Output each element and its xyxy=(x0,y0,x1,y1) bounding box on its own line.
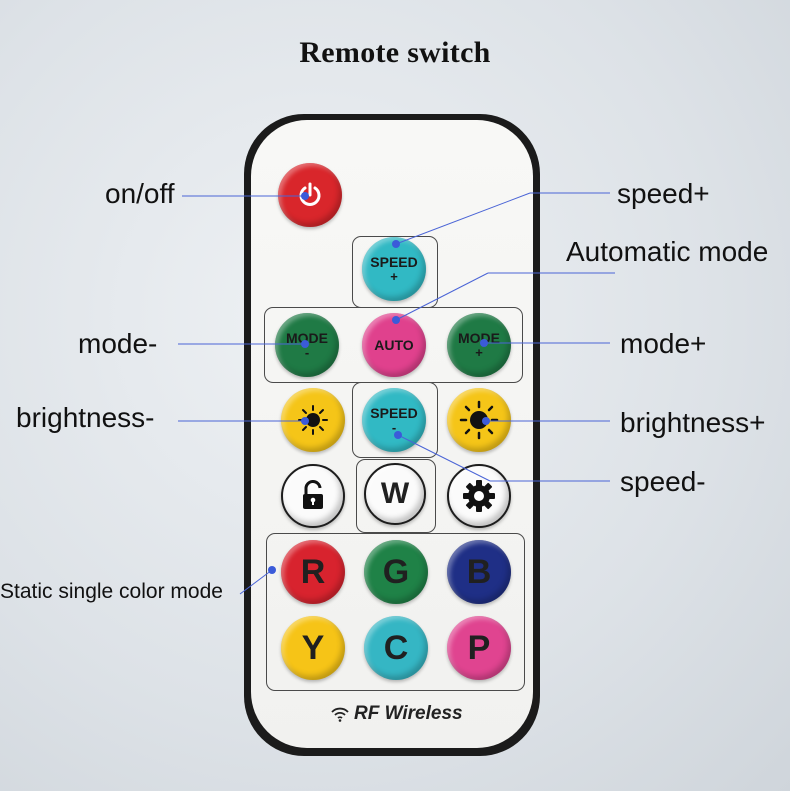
pink-button[interactable]: P xyxy=(447,616,511,680)
unlock-icon xyxy=(303,480,323,509)
speed-minus-callout: speed- xyxy=(620,466,706,497)
speed-plus-callout: speed+ xyxy=(617,178,710,209)
green-button[interactable]: G xyxy=(364,540,428,604)
mode-plus-label: MODE xyxy=(458,330,500,346)
speed-minus-sign: - xyxy=(391,420,397,435)
speed-plus-sign: + xyxy=(390,269,398,284)
mode-minus-sign: - xyxy=(304,345,310,360)
speed-minus-frame xyxy=(352,382,438,458)
speed-plus-button[interactable]: SPEED + xyxy=(362,237,426,301)
brightness-plus-button[interactable] xyxy=(447,388,511,452)
green-label: G xyxy=(382,553,410,591)
color-frame xyxy=(266,533,525,691)
speed-minus-label: SPEED xyxy=(370,405,418,421)
red-label: R xyxy=(300,553,326,591)
yellow-label: Y xyxy=(301,629,325,667)
red-button[interactable]: R xyxy=(281,540,345,604)
white-label: W xyxy=(380,477,410,510)
cyan-button[interactable]: C xyxy=(364,616,428,680)
sun-dim-icon xyxy=(298,405,328,435)
brand-text: RF Wireless xyxy=(354,703,463,724)
auto-button[interactable]: AUTO xyxy=(362,313,426,377)
yellow-button[interactable]: Y xyxy=(281,616,345,680)
auto-label: AUTO xyxy=(374,337,414,353)
mode-plus-sign: + xyxy=(475,345,483,360)
automatic-mode-callout: Automatic mode xyxy=(566,236,769,267)
on-off-label: on/off xyxy=(105,178,175,209)
brightness-minus-button[interactable] xyxy=(281,388,345,452)
page-title: Remote switch xyxy=(299,36,491,69)
brightness-plus-callout: brightness+ xyxy=(620,407,766,438)
pink-label: P xyxy=(467,629,491,667)
brightness-minus-callout: brightness- xyxy=(16,402,155,433)
speed-minus-button[interactable]: SPEED - xyxy=(362,388,426,452)
blue-label: B xyxy=(466,553,492,591)
speed-plus-label: SPEED xyxy=(370,254,418,270)
settings-button[interactable] xyxy=(447,464,511,528)
mode-minus-callout: mode- xyxy=(78,328,158,359)
gear-icon xyxy=(463,480,495,512)
mode-plus-callout: mode+ xyxy=(620,328,707,359)
power-icon xyxy=(299,182,321,206)
white-button[interactable]: W xyxy=(364,463,426,525)
wifi-icon xyxy=(331,707,349,722)
power-button[interactable] xyxy=(278,163,342,227)
blue-button[interactable]: B xyxy=(447,540,511,604)
mode-minus-label: MODE xyxy=(286,330,328,346)
static-color-callout: Static single color mode xyxy=(0,580,223,603)
sun-bright-icon xyxy=(459,400,499,440)
brand-badge: RF Wireless xyxy=(330,703,463,725)
mode-plus-button[interactable]: MODE + xyxy=(447,313,511,377)
white-frame xyxy=(356,459,436,533)
cyan-label: C xyxy=(383,629,409,667)
lock-button[interactable] xyxy=(281,464,345,528)
